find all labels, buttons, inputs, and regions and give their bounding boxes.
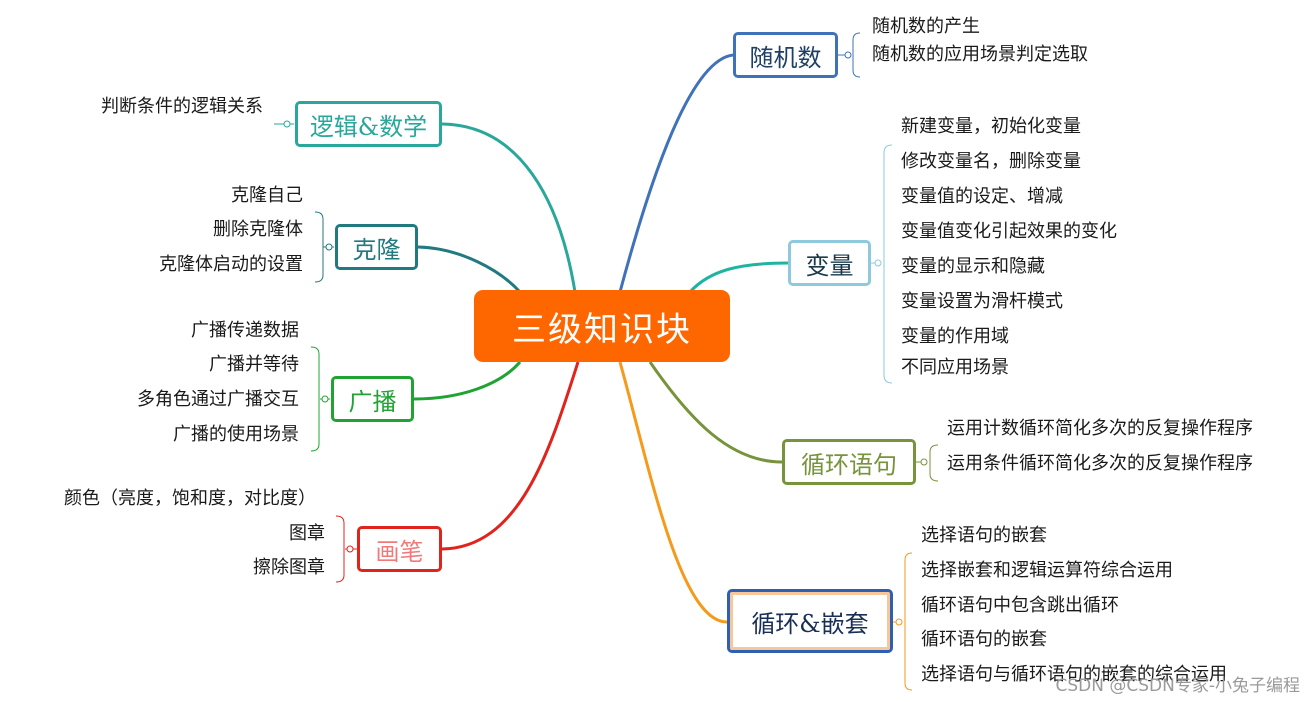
leaf-bianliang-2: 变量值的设定、增减 (901, 186, 1063, 207)
leaf-kelong-0: 克隆自己 (231, 185, 303, 206)
leaf-bianliang-3: 变量值变化引起效果的变化 (901, 221, 1117, 242)
leaf-huabi-0: 颜色（亮度，饱和度，对比度） (64, 488, 316, 509)
node-huabi[interactable]: 画笔 (357, 526, 442, 572)
branch-line-xunhuan (648, 361, 783, 464)
branch-line-qiantao (618, 361, 728, 624)
leaf-bianliang-6: 变量的作用域 (901, 326, 1009, 347)
node-kelong[interactable]: 克隆 (335, 224, 418, 270)
leaf-huabi-1: 图章 (289, 523, 325, 544)
leaf-suiji-0: 随机数的产生 (872, 16, 980, 37)
node-qiantao[interactable]: 循环&嵌套 (727, 589, 893, 653)
branch-line-guangbo (413, 361, 522, 401)
leaf-qiantao-4: 选择语句与循环语句的嵌套的综合运用 (921, 664, 1227, 685)
leaf-xunhuan-1: 运用条件循环简化多次的反复操作程序 (947, 453, 1253, 474)
leaf-qiantao-0: 选择语句的嵌套 (921, 525, 1047, 546)
branch-line-bianliang (688, 261, 789, 294)
leaf-bianliang-7: 不同应用场景 (901, 357, 1009, 378)
node-suiji[interactable]: 随机数 (733, 32, 838, 78)
leaf-bianliang-4: 变量的显示和隐藏 (901, 256, 1045, 277)
leaf-bianliang-0: 新建变量，初始化变量 (901, 116, 1081, 137)
leaf-xunhuan-0: 运用计数循环简化多次的反复操作程序 (947, 418, 1253, 439)
leaf-guangbo-3: 广播的使用场景 (173, 424, 299, 445)
leaf-kelong-1: 删除克隆体 (213, 219, 303, 240)
leaf-qiantao-2: 循环语句中包含跳出循环 (921, 595, 1119, 616)
leaf-qiantao-1: 选择嵌套和逻辑运算符综合运用 (921, 560, 1173, 581)
leaf-kelong-2: 克隆体启动的设置 (159, 254, 303, 275)
leaf-qiantao-3: 循环语句的嵌套 (921, 629, 1047, 650)
branch-line-huabi (441, 361, 580, 551)
leaf-bianliang-1: 修改变量名，删除变量 (901, 151, 1081, 172)
watermark: CSDN @CSDN专家-小兔子编程 (1055, 676, 1300, 696)
node-guangbo[interactable]: 广播 (331, 376, 414, 422)
leaf-guangbo-2: 多角色通过广播交互 (137, 389, 299, 410)
node-luoji[interactable]: 逻辑&数学 (295, 101, 442, 147)
leaf-suiji-1: 随机数的应用场景判定选取 (872, 44, 1088, 65)
node-xunhuan[interactable]: 循环语句 (782, 439, 916, 485)
branch-line-suiji (618, 53, 734, 293)
leaf-bianliang-5: 变量设置为滑杆模式 (901, 291, 1063, 312)
leaf-guangbo-1: 广播并等待 (209, 354, 299, 375)
branch-line-kelong (417, 245, 522, 294)
leaf-huabi-2: 擦除图章 (253, 557, 325, 578)
branch-line-luoji (441, 122, 577, 293)
central-topic[interactable]: 三级知识块 (474, 290, 730, 362)
leaf-guangbo-0: 广播传递数据 (191, 320, 299, 341)
node-bianliang[interactable]: 变量 (788, 240, 871, 286)
leaf-luoji-0: 判断条件的逻辑关系 (101, 96, 263, 117)
